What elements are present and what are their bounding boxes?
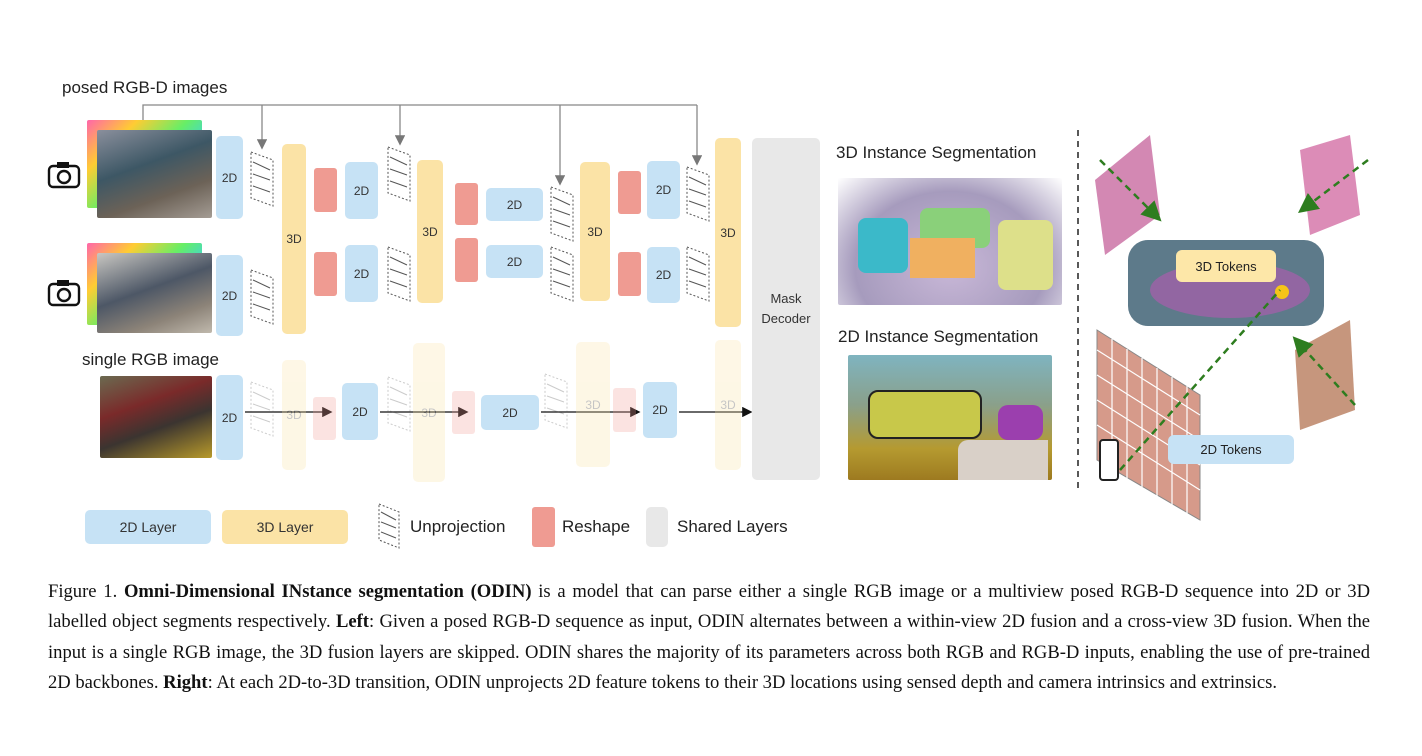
- caption-prefix: Figure 1.: [48, 581, 124, 602]
- layer-3d: 3D: [715, 138, 741, 327]
- unprojection-icon: [550, 246, 574, 302]
- seg3d-image: [838, 178, 1062, 305]
- reshape-block: [618, 252, 641, 296]
- layer-3d-skipped: 3D: [413, 343, 445, 482]
- seg3d-title: 3D Instance Segmentation: [836, 143, 1037, 162]
- legend-shared: Shared Layers: [677, 517, 788, 536]
- unprojection-icon: [250, 381, 274, 437]
- caption-title: Omni-Dimensional INstance segmentation (…: [123, 581, 532, 602]
- unprojection-icon: [686, 166, 710, 222]
- reshape-block-skipped: [613, 388, 636, 432]
- unprojection-icon: [387, 146, 411, 202]
- unprojection-icon: [387, 246, 411, 302]
- reshape-block: [455, 238, 478, 282]
- caption-right-label: Right: [163, 672, 208, 694]
- figure-caption: Figure 1. Omni-Dimensional INstance segm…: [48, 577, 1370, 699]
- unprojection-icon: [387, 376, 411, 432]
- rgb-image-2: [97, 253, 212, 333]
- single-rgb-label: single RGB image: [82, 350, 220, 369]
- layer-2d: 2D: [345, 162, 378, 219]
- reshape-block-skipped: [452, 391, 475, 434]
- layer-3d-skipped: 3D: [715, 340, 741, 470]
- reshape-block: [314, 168, 337, 212]
- tokens-2d-label: 2D Tokens: [1168, 435, 1294, 464]
- layer-2d: 2D: [647, 161, 680, 219]
- layer-2d: 2D: [481, 395, 539, 430]
- unprojection-icon: [250, 269, 274, 325]
- layer-2d: 2D: [345, 245, 378, 302]
- layer-2d: 2D: [216, 375, 243, 460]
- unprojection-icon: [250, 151, 274, 207]
- legend-shared-swatch: [646, 507, 668, 547]
- camera-icon: [47, 162, 81, 189]
- unprojection-icon: [378, 503, 400, 549]
- layer-3d-skipped: 3D: [576, 342, 610, 467]
- unprojection-icon: [686, 246, 710, 302]
- tokens-3d-label: 3D Tokens: [1176, 250, 1276, 282]
- layer-3d: 3D: [282, 144, 306, 334]
- legend-2d-layer: 2D Layer: [85, 510, 211, 544]
- reshape-block: [455, 183, 478, 225]
- layer-2d: 2D: [486, 245, 543, 278]
- seg2d-title: 2D Instance Segmentation: [838, 327, 1039, 346]
- layer-2d: 2D: [647, 247, 680, 303]
- reshape-block: [618, 171, 641, 214]
- layer-3d: 3D: [580, 162, 610, 301]
- unprojection-icon: [550, 186, 574, 242]
- layer-2d: 2D: [342, 383, 378, 440]
- caption-text: : At each 2D-to-3D transition, ODIN unpr…: [207, 672, 1277, 694]
- layer-3d-skipped: 3D: [282, 360, 306, 470]
- rgb-image-1: [97, 130, 212, 218]
- single-rgb-image: [100, 376, 212, 458]
- unprojection-icon: [544, 373, 568, 429]
- layer-2d: 2D: [643, 382, 677, 438]
- layer-2d: 2D: [216, 136, 243, 219]
- legend-3d-layer: 3D Layer: [222, 510, 348, 544]
- layer-2d: 2D: [216, 255, 243, 336]
- mask-decoder: Mask Decoder: [752, 138, 820, 480]
- caption-text: is a model that can parse either a singl…: [48, 581, 1370, 633]
- legend-reshape: Reshape: [562, 517, 631, 536]
- legend-unprojection: Unprojection: [410, 517, 506, 536]
- legend-reshape-swatch: [532, 507, 555, 547]
- caption-text: : Given a posed RGB-D sequence as input,…: [48, 611, 1370, 694]
- layer-3d: 3D: [417, 160, 443, 303]
- reshape-block-skipped: [313, 397, 336, 440]
- caption-left-label: Left: [335, 611, 369, 633]
- reshape-block: [314, 252, 337, 296]
- layer-2d: 2D: [486, 188, 543, 221]
- posed-rgbd-label: posed RGB-D images: [62, 78, 228, 97]
- token-grid: [1096, 329, 1201, 521]
- camera-icon: [47, 280, 81, 307]
- seg2d-image: [848, 355, 1052, 480]
